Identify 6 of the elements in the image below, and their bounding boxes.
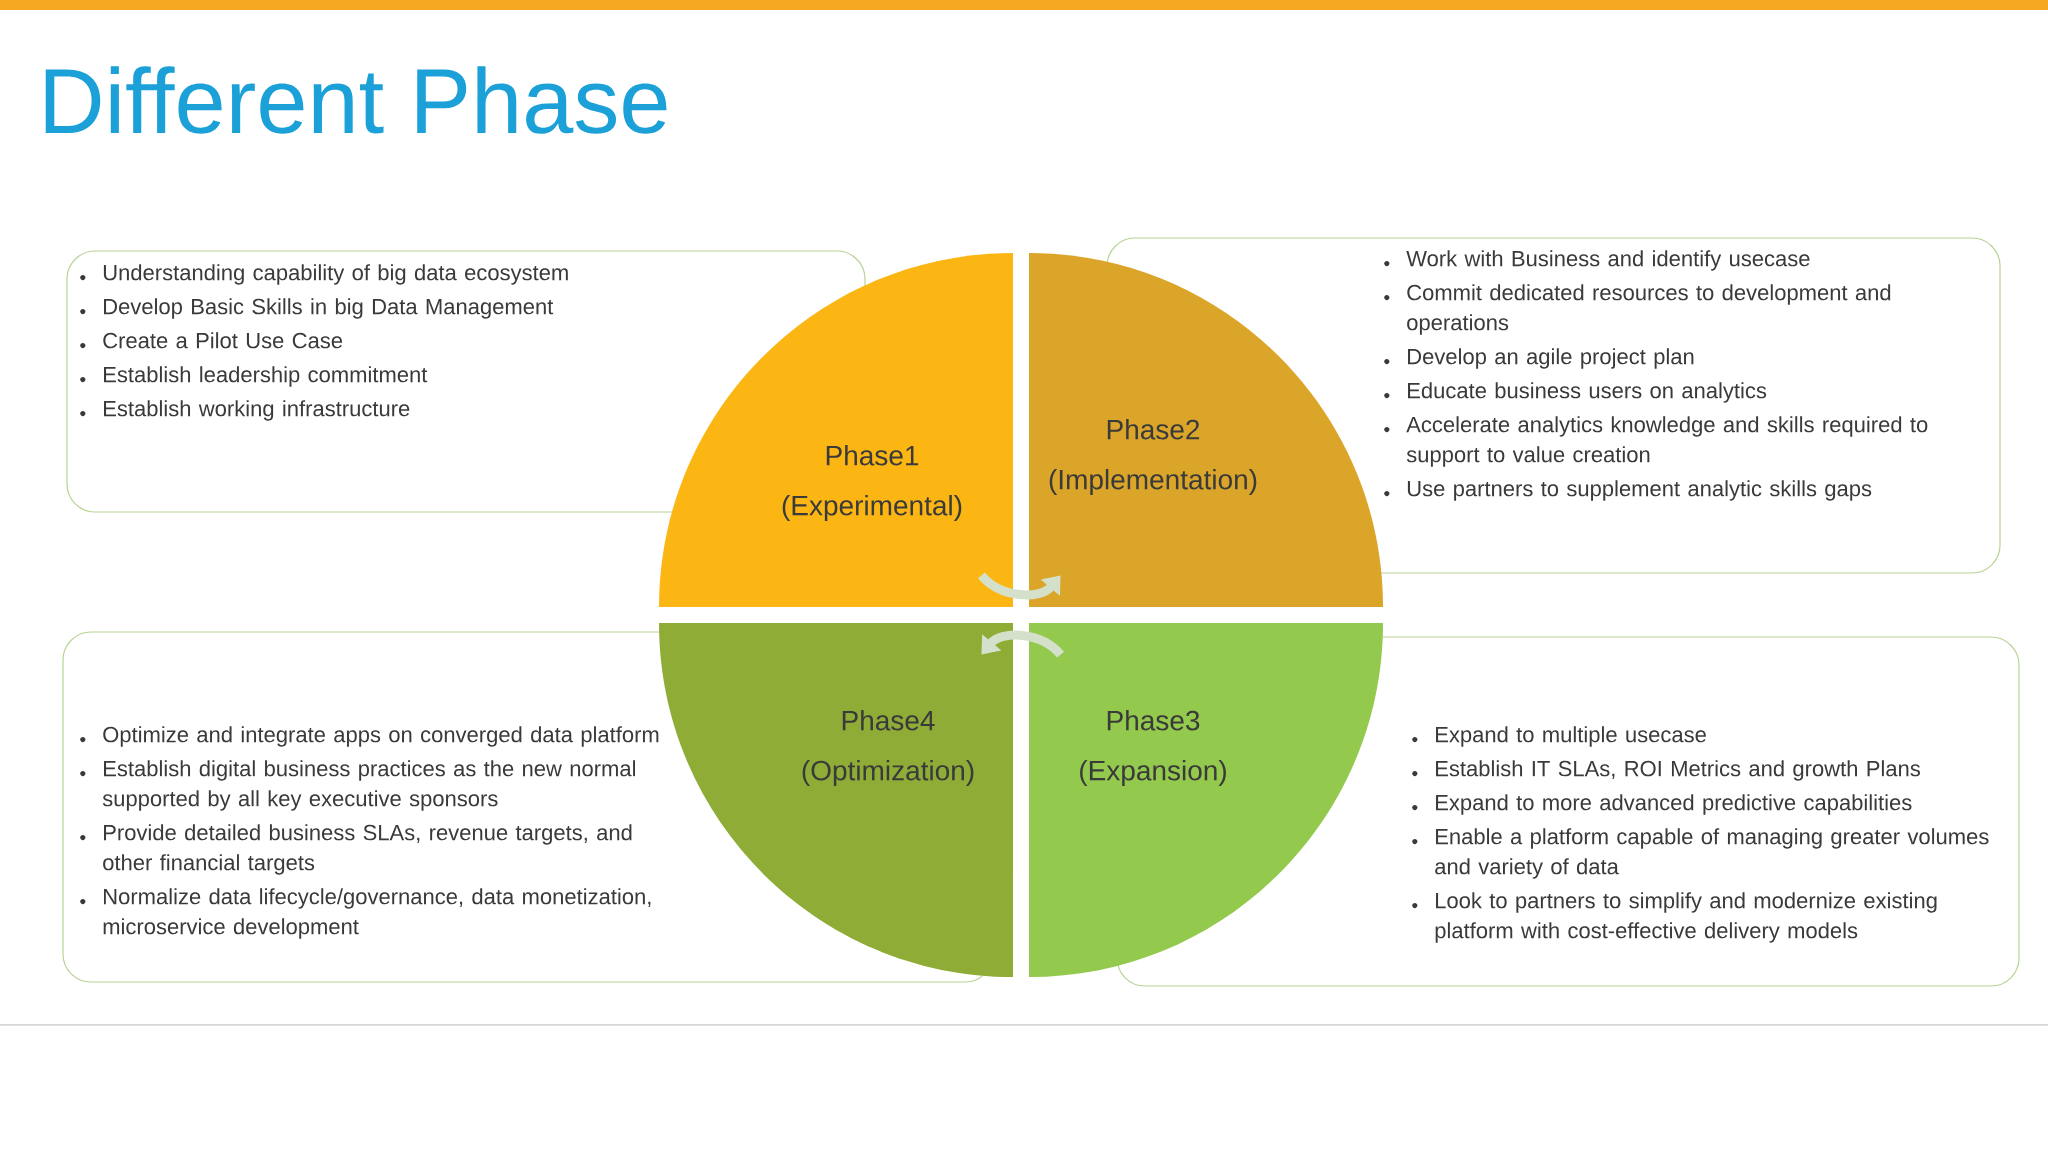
phase-quadrant: Phase2 (Implementation): [1029, 253, 1383, 607]
title: Different Phase: [45, 66, 667, 134]
phase-quadrant: Phase3 (Expansion): [1029, 623, 1383, 977]
phase-quadrant: Phase1 (Experimental): [659, 253, 1013, 607]
cycle-arrow: [978, 572, 1061, 600]
phase-quadrant: Phase4 (Optimization): [659, 623, 1013, 977]
